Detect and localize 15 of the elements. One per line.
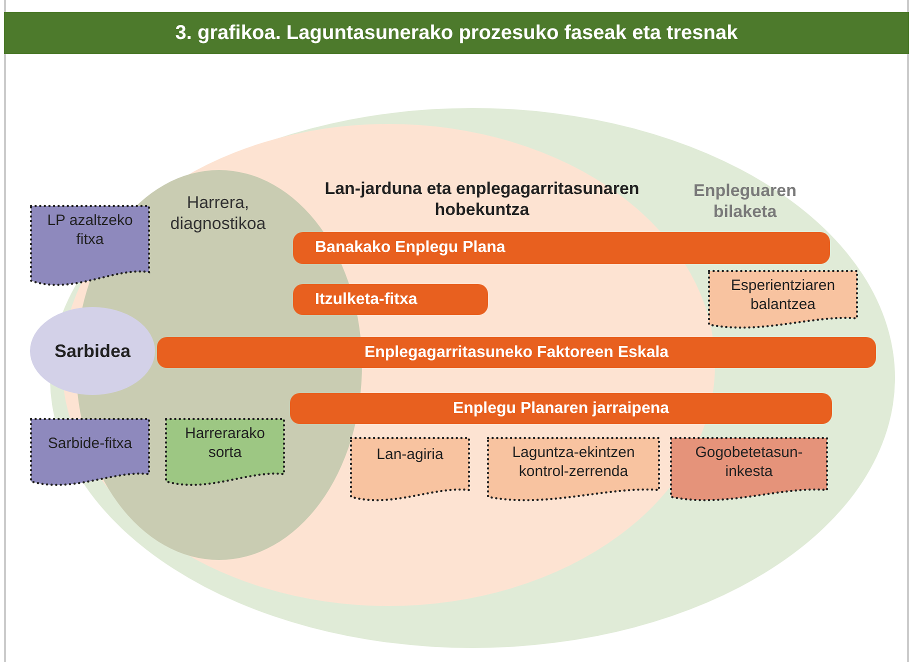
document-label: LP azaltzeko fitxa — [46, 211, 134, 249]
process-bar: Enplegu Planaren jarraipena — [290, 393, 832, 424]
region-title: Lan-jarduna eta enplegagarritasunaren hobekuntza — [324, 178, 640, 220]
process-bar: Enplegagarritasuneko Faktoreen Eskala — [157, 337, 876, 368]
region-title: Harrera, diagnostikoa — [169, 192, 267, 234]
document-label: Gogobetetasun-inkesta — [694, 443, 804, 481]
document-label: Harrerarako sorta — [184, 424, 266, 462]
document-label: Lan-agiria — [376, 445, 444, 464]
process-bar: Itzulketa-fitxa — [293, 284, 488, 315]
region-title: Enpleguaren bilaketa — [692, 180, 798, 222]
process-bar: Banakako Enplegu Plana — [293, 232, 830, 264]
document-label: Sarbide-fitxa — [46, 434, 134, 453]
document-label: Esperientziaren balantzea — [730, 276, 836, 314]
document-label: Laguntza-ekintzen kontrol-zerrenda — [511, 443, 636, 481]
diagram-title: 3. grafikoa. Laguntasunerako prozesuko faseak eta tresnak — [175, 22, 738, 44]
